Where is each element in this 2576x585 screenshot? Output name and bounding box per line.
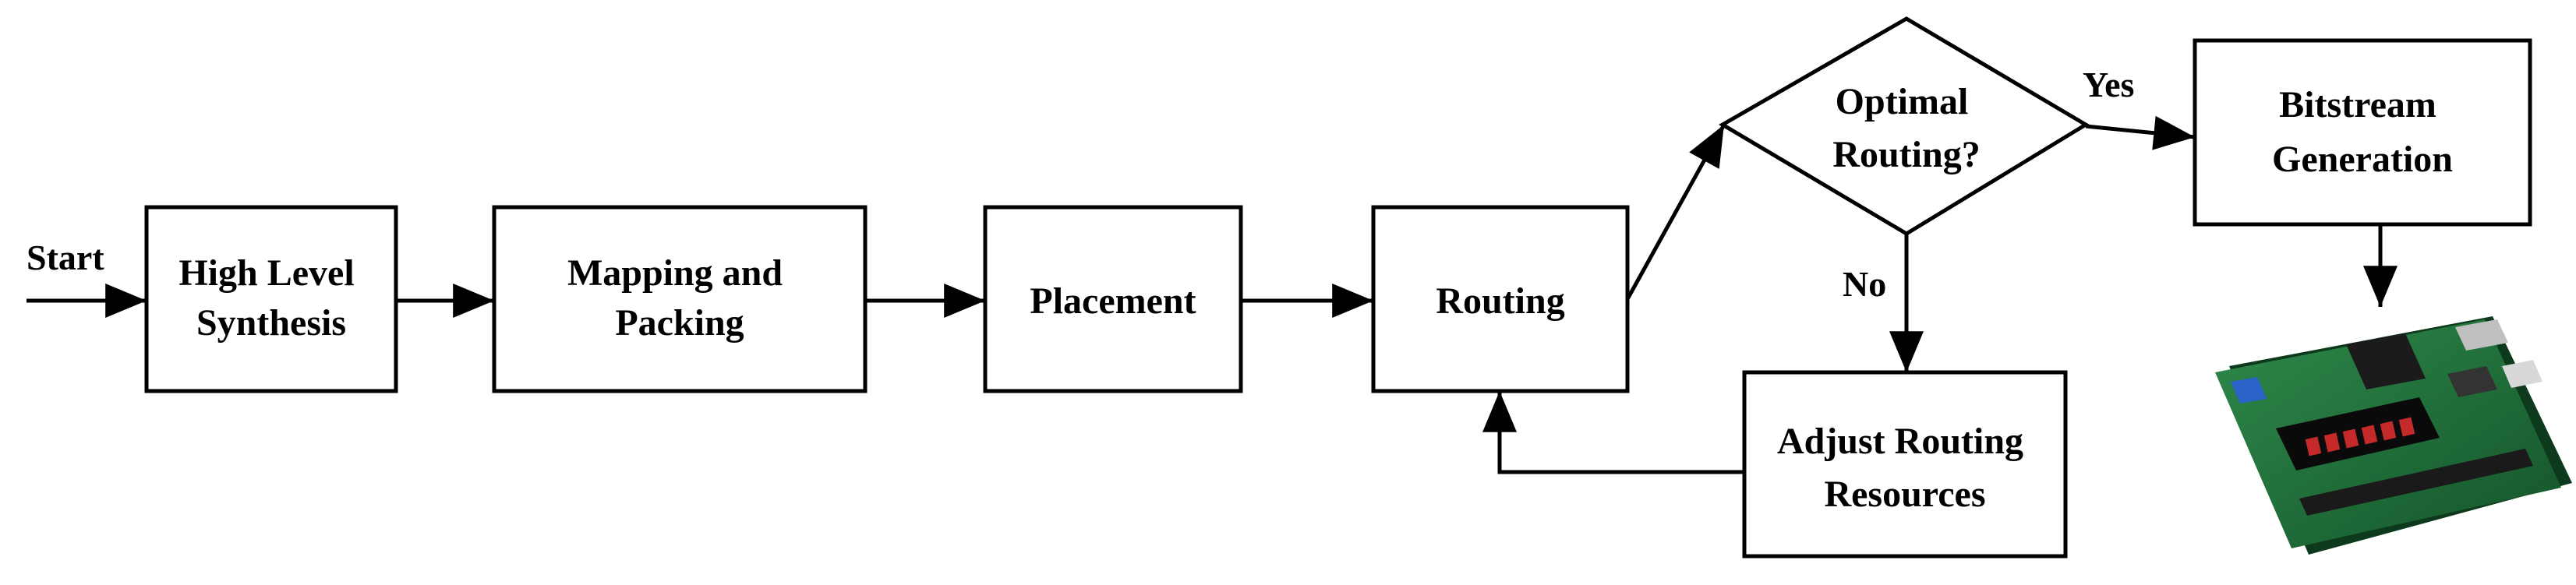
node-adjust-routing-resources — [1742, 370, 2068, 559]
node-high-level-synthesis — [144, 205, 398, 393]
edge-label-yes: Yes — [2083, 65, 2134, 104]
node-optimal-routing-decision — [1719, 16, 2090, 236]
node-mapping-and-packing-label: Mapping and Packing — [567, 252, 792, 344]
node-placement — [983, 205, 1243, 393]
node-mapping-and-packing — [492, 205, 868, 393]
node-bitstream-generation-label: Bitstream Generation — [2272, 84, 2453, 180]
edge-routing-to-decision — [1625, 123, 1726, 301]
node-optimal-routing-label: Optimal Routing? — [1832, 81, 1980, 175]
node-bitstream-generation — [2193, 38, 2532, 227]
edge-label-no: No — [1843, 264, 1886, 304]
node-high-level-synthesis-label: High Level Synthesis — [178, 252, 363, 344]
node-adjust-routing-resources-label: Adjust Routing Resources — [1777, 421, 2033, 515]
node-placement-label: Placement — [1030, 280, 1196, 322]
edge-adjust-to-routing — [1482, 390, 1744, 474]
node-routing-label: Routing — [1436, 280, 1564, 322]
fpga-board-icon — [2215, 316, 2572, 555]
start-label: Start — [27, 238, 104, 277]
edge-decision-yes-to-bitstream — [2085, 115, 2196, 150]
